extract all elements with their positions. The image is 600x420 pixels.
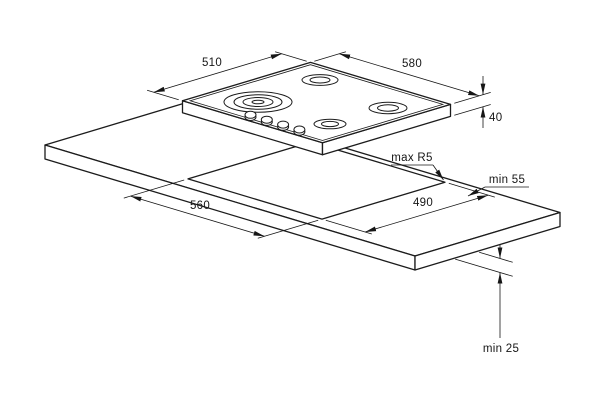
control-knobs bbox=[244, 110, 306, 136]
extension-line bbox=[257, 219, 319, 239]
extension-line bbox=[314, 51, 347, 62]
extension-line bbox=[325, 219, 372, 235]
knob-top bbox=[293, 125, 306, 134]
note-label-min-55: min 55 bbox=[489, 174, 525, 186]
dimension-cutout-depth: 490 bbox=[325, 182, 495, 235]
dimension-line bbox=[153, 53, 282, 93]
extension-line bbox=[274, 51, 307, 62]
extension-line bbox=[455, 258, 513, 277]
knob-top bbox=[244, 110, 257, 119]
dimension-worktop-thickness: min 25 bbox=[455, 245, 519, 355]
dimension-hob-height: 40 bbox=[454, 76, 502, 128]
burner-large bbox=[223, 91, 293, 113]
knob-top bbox=[260, 115, 273, 124]
dimension-cutout-width: 560 bbox=[123, 179, 319, 239]
worktop-right-face bbox=[414, 211, 561, 271]
leader-line bbox=[467, 186, 486, 197]
burner-cap bbox=[309, 76, 331, 84]
dimension-line bbox=[130, 195, 265, 237]
dimension-hob-depth: 510 bbox=[146, 51, 307, 101]
burner-medium-front bbox=[313, 118, 347, 130]
dim-label-40: 40 bbox=[489, 112, 502, 124]
note-edge-clearance: min 55 bbox=[467, 174, 529, 197]
burner-cap bbox=[321, 120, 339, 128]
extension-line bbox=[454, 104, 491, 116]
note-label-max-r5: max R5 bbox=[391, 152, 432, 164]
dimension-line bbox=[364, 194, 489, 233]
burner-cap bbox=[251, 99, 265, 105]
knob-top bbox=[277, 120, 290, 129]
extension-line bbox=[146, 89, 179, 101]
note-corner-radius: max R5 bbox=[391, 152, 444, 181]
burner-small-right bbox=[368, 101, 408, 115]
dimension-hob-width: 580 bbox=[314, 51, 491, 104]
dim-label-min-25: min 25 bbox=[483, 343, 519, 355]
extension-line bbox=[479, 251, 513, 263]
burner-small-back bbox=[301, 74, 339, 86]
leader-line bbox=[432, 164, 444, 181]
dim-label-510: 510 bbox=[202, 57, 222, 69]
burner-cap bbox=[377, 104, 399, 112]
dim-label-580: 580 bbox=[402, 58, 422, 70]
dim-label-560: 560 bbox=[190, 200, 210, 212]
extension-line bbox=[123, 179, 185, 199]
dimension-line bbox=[339, 53, 480, 97]
dim-label-490: 490 bbox=[413, 197, 433, 209]
